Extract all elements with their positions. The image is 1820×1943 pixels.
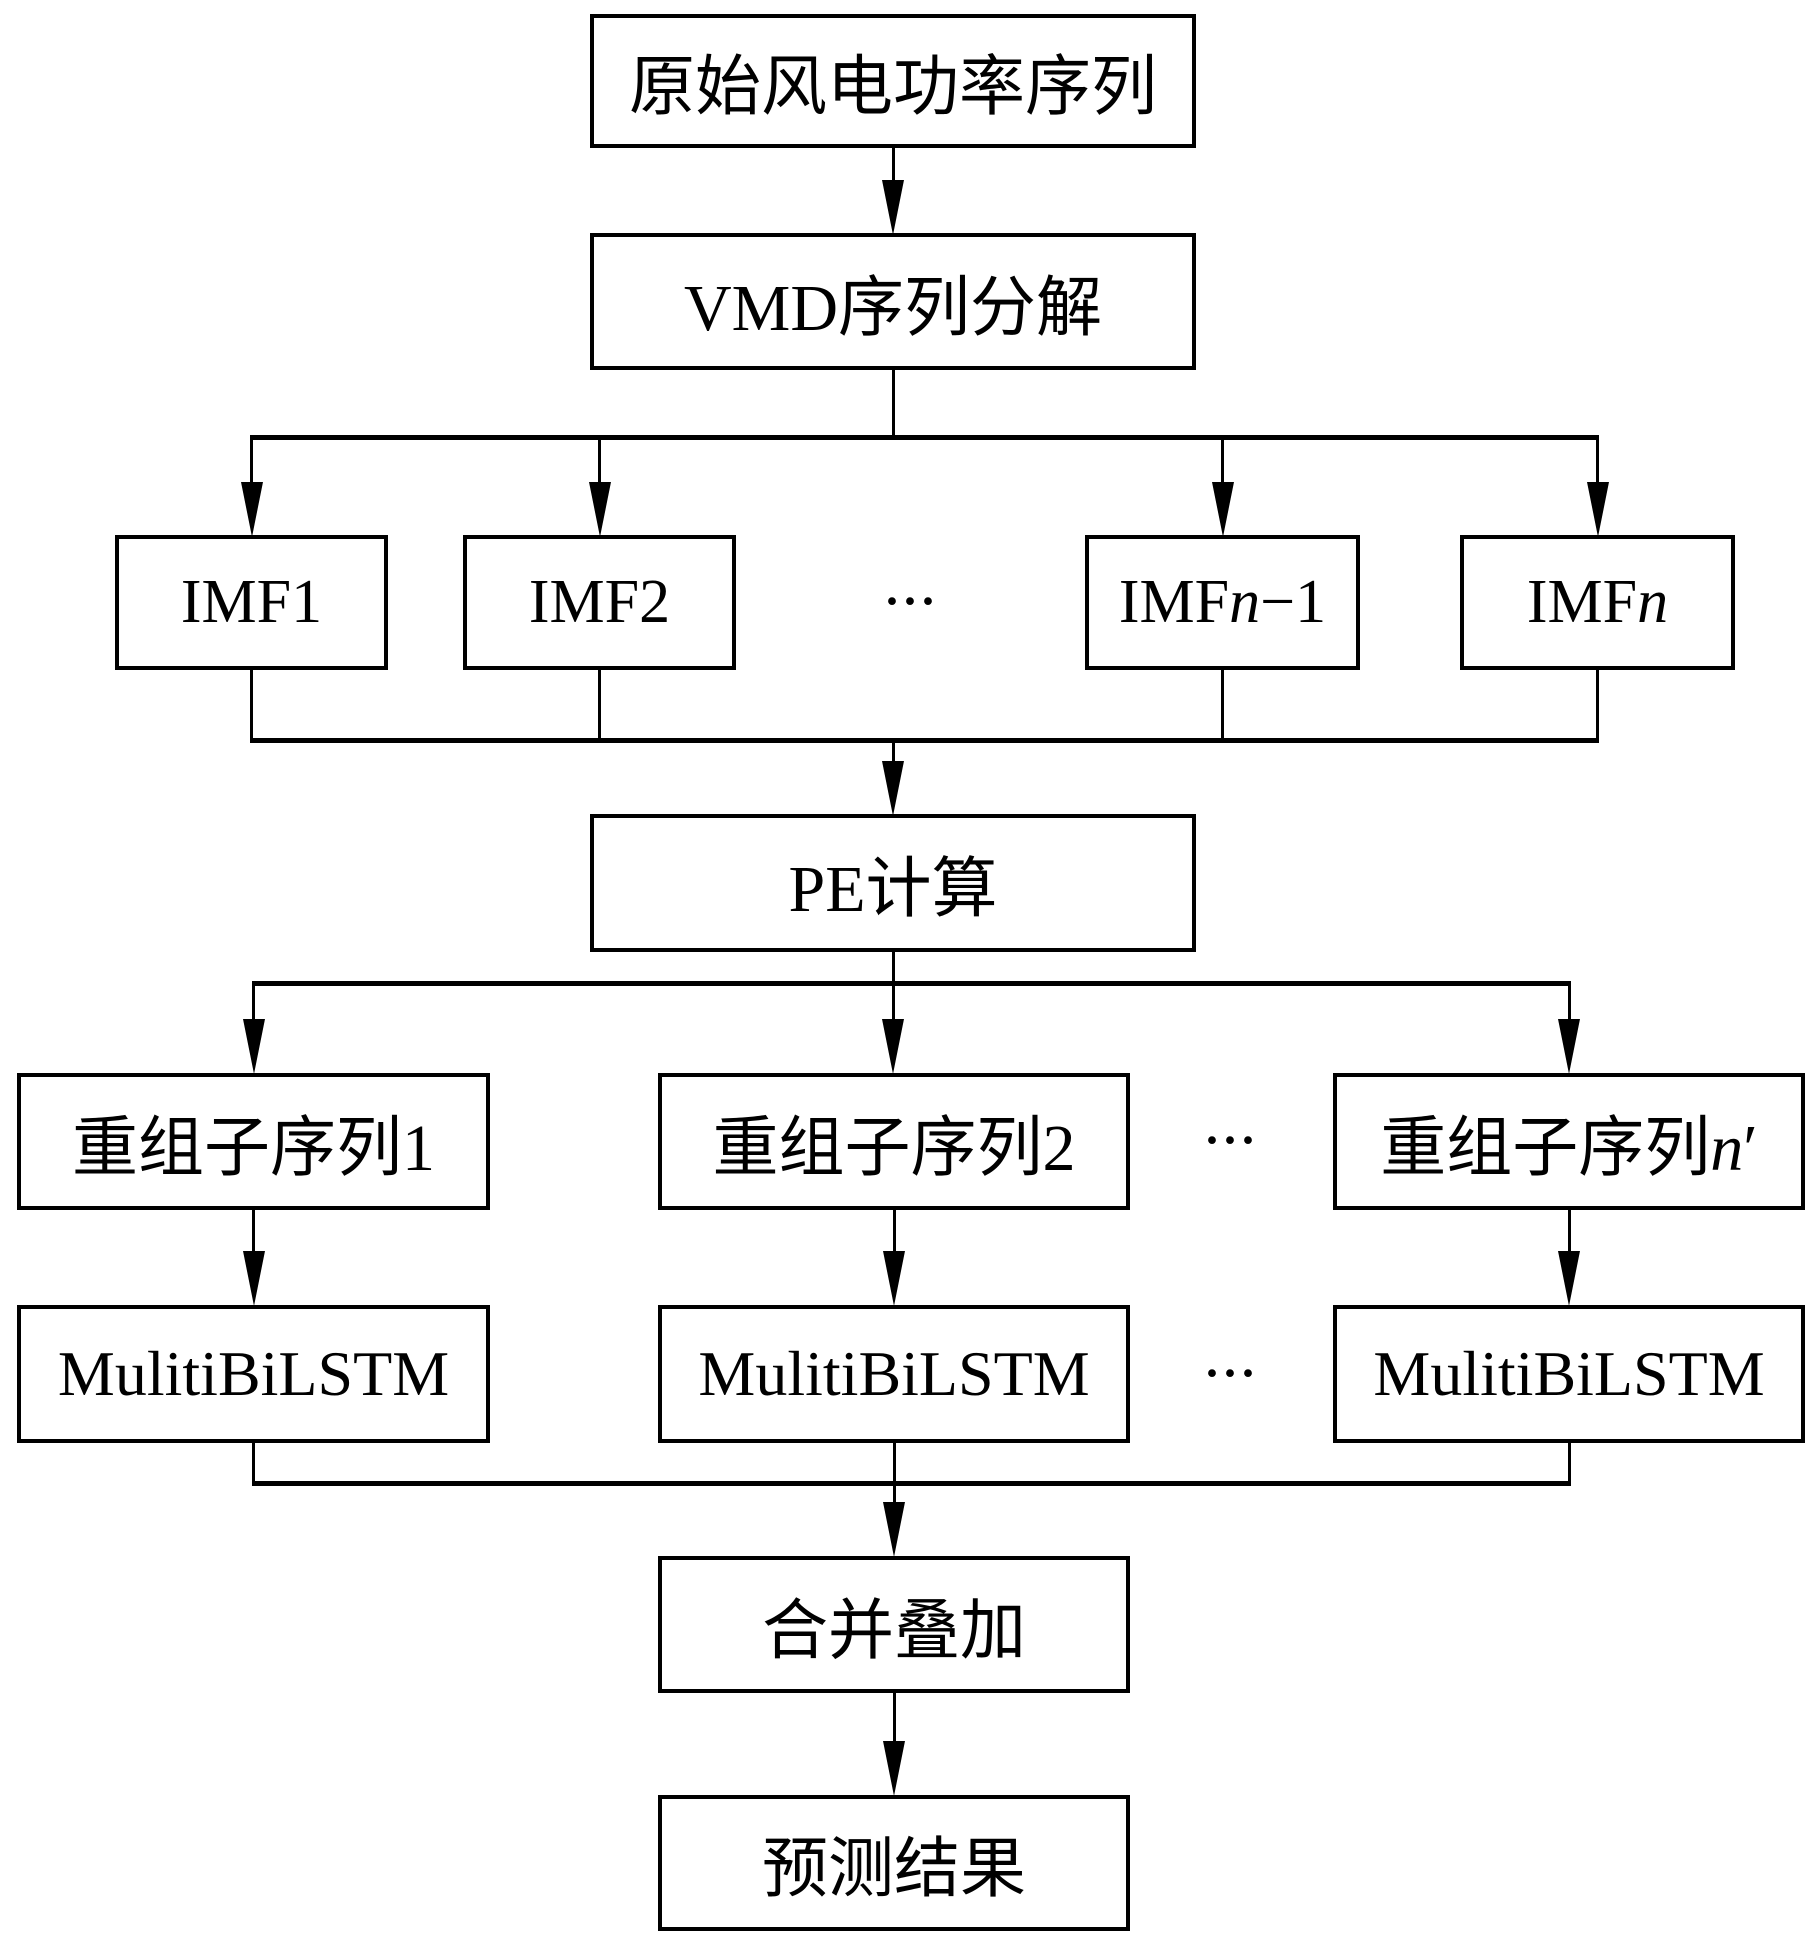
connector-lstm3-collector [1567, 1443, 1571, 1485]
arrow-down-icon [882, 761, 904, 816]
node-subsequence-2: 重组子序列2 [658, 1073, 1130, 1210]
arrow-down-icon [242, 1251, 265, 1306]
arrow-down-icon [242, 1019, 265, 1074]
arrow-down-icon [883, 1741, 905, 1796]
node-source-label: 原始风电功率序列 [629, 51, 1157, 124]
node-imf-n-minus-1-label: IMFn−1 [1119, 567, 1326, 638]
connector-vmd-branch-stem [891, 370, 895, 439]
arrow-down-icon [1558, 1251, 1580, 1306]
connector-drop-sub2-stem [891, 983, 895, 1021]
subsequence-n-var: n [1710, 1111, 1744, 1185]
ellipsis-dots-subsequence-row: ··· [1203, 1114, 1259, 1167]
connector-lstm1-collector [252, 1443, 255, 1485]
imf-n-minus-1-prefix: IMF [1118, 568, 1230, 636]
connector-imf1-collector [250, 670, 253, 742]
connector-sub2-lstm-stem [892, 1210, 896, 1253]
imf-n-minus-1-suffix: −1 [1260, 568, 1327, 636]
node-vmd-decomposition: VMD序列分解 [590, 233, 1196, 370]
arrow-down-icon [883, 1502, 905, 1557]
node-subsequence-n: 重组子序列n′ [1333, 1073, 1805, 1210]
node-imf1-label: IMF1 [180, 568, 323, 636]
connector-merge-result-stem [892, 1693, 896, 1743]
node-subsequence-2-label: 重组子序列2 [712, 1111, 1076, 1185]
imf-n-minus-1-var: n [1229, 568, 1261, 636]
node-imf-n: IMFn [1460, 535, 1735, 670]
arrow-down-icon [1211, 482, 1234, 537]
connector-drop-imf-n1-stem [1221, 437, 1224, 484]
node-imf-n-minus-1: IMFn−1 [1085, 535, 1360, 670]
connector-sub-n-lstm-stem [1567, 1210, 1571, 1253]
node-subsequence-1: 重组子序列1 [17, 1073, 490, 1210]
connector-lstm2-collector [892, 1443, 896, 1485]
connector-collector-merge-stem [892, 1483, 896, 1504]
node-vmd-label: VMD序列分解 [683, 271, 1102, 345]
ellipsis-dots-lstm-row: ··· [1203, 1347, 1259, 1400]
imf-n-var: n [1637, 568, 1669, 636]
node-subsequence-n-label: 重组子序列n′ [1380, 1094, 1757, 1190]
connector-imf-n-collector [1596, 670, 1599, 742]
arrow-down-icon [1586, 482, 1609, 537]
connector-drop-imf-n-stem [1596, 437, 1599, 484]
node-pe-calculation: PE计算 [590, 814, 1196, 952]
node-prediction-result: 预测结果 [658, 1795, 1130, 1931]
connector-collector-pe-stem [891, 740, 895, 764]
node-multibilstm-3: MulitiBiLSTM [1333, 1305, 1805, 1443]
node-subsequence-1-label: 重组子序列1 [72, 1111, 435, 1185]
node-multibilstm-1: MulitiBiLSTM [17, 1305, 490, 1443]
ellipsis-dots-imf-row: ··· [883, 575, 939, 628]
node-result-label: 预测结果 [762, 1833, 1026, 1906]
node-imf1: IMF1 [115, 535, 388, 670]
connector-sub1-lstm-stem [252, 1210, 255, 1253]
connector-imf2-collector [598, 670, 601, 742]
arrow-down-icon [882, 1019, 904, 1074]
arrow-down-icon [588, 482, 611, 537]
imf-n-prefix: IMF [1526, 568, 1638, 636]
connector-collector-line-lstm [252, 1480, 1571, 1486]
node-multibilstm-3-label: MulitiBiLSTM [1373, 1338, 1765, 1409]
node-merge-superimpose: 合并叠加 [658, 1556, 1130, 1693]
connector-drop-sub-n-stem [1567, 983, 1571, 1021]
node-source-sequence: 原始风电功率序列 [590, 14, 1196, 148]
node-merge-label: 合并叠加 [762, 1594, 1026, 1668]
connector-source-vmd-stem [891, 148, 895, 182]
node-multibilstm-2: MulitiBiLSTM [658, 1305, 1130, 1443]
arrow-down-icon [240, 482, 263, 537]
node-imf2: IMF2 [463, 535, 736, 670]
connector-collector-line-imf [250, 737, 1599, 743]
arrow-down-icon [883, 1251, 905, 1306]
node-multibilstm-1-label: MulitiBiLSTM [57, 1338, 450, 1409]
connector-drop-imf1-stem [250, 437, 253, 484]
arrow-down-icon [882, 180, 904, 235]
node-imf-n-label: IMFn [1527, 567, 1668, 638]
connector-drop-imf2-stem [598, 437, 601, 484]
connector-drop-sub1-stem [252, 983, 255, 1021]
connector-branch-line-imf [250, 434, 1599, 440]
node-pe-label: PE计算 [788, 853, 998, 926]
connector-imf-n1-collector [1221, 670, 1224, 742]
arrow-down-icon [1558, 1019, 1580, 1074]
subsequence-n-prefix: 重组子序列 [1380, 1111, 1711, 1185]
node-multibilstm-2-label: MulitiBiLSTM [698, 1338, 1090, 1409]
node-imf2-label: IMF2 [528, 568, 671, 636]
connector-pe-branch-stem [891, 952, 895, 985]
subsequence-n-suffix: ′ [1743, 1111, 1758, 1185]
connector-branch-line-subsequence [252, 980, 1571, 986]
